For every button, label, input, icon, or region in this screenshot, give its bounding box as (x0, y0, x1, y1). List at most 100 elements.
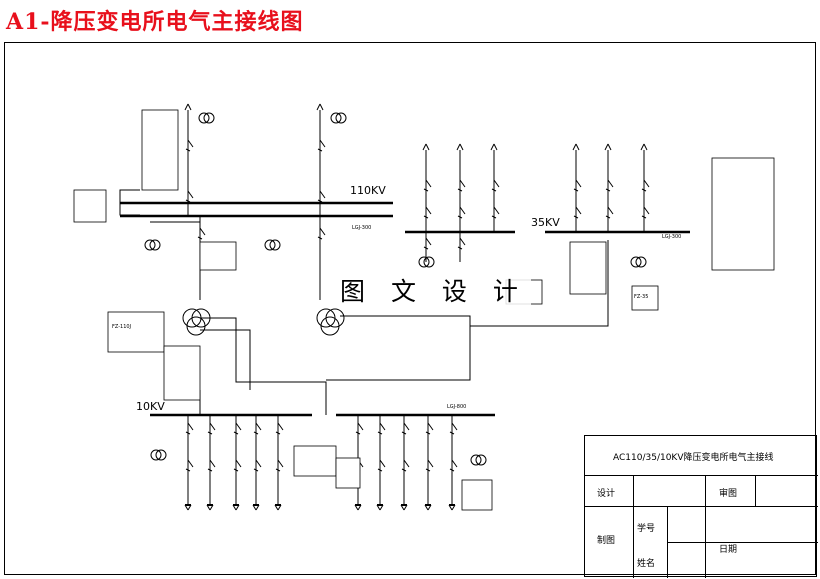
transformer-winding (330, 112, 342, 124)
feeder-segment (255, 422, 262, 431)
label-drafting: 制图 (597, 536, 616, 546)
feeder-segment (403, 422, 410, 431)
feeder-segment (185, 431, 191, 435)
feeder-segment (401, 468, 407, 472)
feeder-segment (605, 188, 611, 192)
feeder-segment (187, 103, 192, 111)
feeder-segment (607, 206, 614, 215)
feeder-segment (319, 103, 324, 111)
feeder-segment (493, 143, 498, 151)
feeder-segment (274, 504, 279, 511)
feeder-segment (275, 431, 281, 435)
mv-bus-label: 35KV (531, 216, 560, 229)
feeder-segment (423, 246, 429, 250)
feeder-segment (277, 422, 284, 431)
feeder-segment (604, 143, 609, 151)
feeder-segment (427, 422, 434, 431)
feeder-segment (425, 431, 431, 435)
feeder-segment (448, 504, 453, 511)
feeder-segment (233, 431, 239, 435)
feeder-segment (377, 468, 383, 472)
feeder-segment (379, 459, 386, 468)
transformer-winding (264, 239, 276, 251)
transformer-winding (144, 239, 156, 251)
feeder-segment (185, 199, 191, 203)
feeder-segment (449, 431, 455, 435)
feeder-segment (185, 468, 191, 472)
lv-bus-conductor: LGJ-800 (447, 404, 467, 410)
feeder-segment (607, 143, 612, 151)
feeder-segment (377, 431, 383, 435)
feeder-segment (643, 179, 650, 188)
feeder-segment (233, 468, 239, 472)
feeder-segment (425, 237, 432, 246)
drawing-name: AC110/35/10KV降压变电所电气主接线 (613, 453, 774, 463)
feeder-segment (573, 215, 579, 219)
feeder-segment (209, 459, 216, 468)
feeder-segment (379, 504, 384, 511)
feeder-segment (199, 227, 206, 236)
feeder-segment (277, 504, 282, 511)
feeder-segment (209, 422, 216, 431)
transformer-winding (186, 316, 206, 336)
feeder-segment (575, 179, 582, 188)
feeder-segment (424, 504, 429, 511)
title-block: AC110/35/10KV降压变电所电气主接线 设计 审图 制图 学号 姓名 日… (584, 435, 818, 578)
feeder-segment (605, 215, 611, 219)
feeder-segment (317, 199, 323, 203)
transformers (144, 112, 647, 466)
feeder-segment (400, 504, 405, 511)
equipment-boxes (73, 109, 775, 511)
feeder-segment (235, 459, 242, 468)
label-review: 审图 (719, 489, 738, 499)
feeder-segment (459, 179, 466, 188)
feeder-segment (355, 431, 361, 435)
feeder-segment (451, 422, 458, 431)
feeder-segment (575, 206, 582, 215)
feeder-segment (423, 215, 429, 219)
feeder-segment (493, 179, 500, 188)
feeder-segment (319, 227, 326, 236)
feeder-segment (425, 143, 430, 151)
transformer-winding (155, 449, 167, 461)
feeder-segment (319, 139, 326, 148)
feeder-segment (641, 215, 647, 219)
feeder-segment (427, 504, 432, 511)
transformer-winding (198, 112, 210, 124)
label-student-id: 学号 (637, 524, 656, 534)
feeder-segment (490, 143, 495, 151)
feeder-segment (187, 190, 194, 199)
label-date: 日期 (719, 545, 738, 555)
transformer-winding (418, 256, 430, 268)
feeder-segment (643, 206, 650, 215)
diagram-title: A1-降压变电所电气主接线图 (6, 9, 304, 35)
arrester-tag-mv: FZ-35 (634, 294, 649, 300)
drawing-frame (4, 42, 816, 575)
feeder-segment (317, 148, 323, 152)
transformer-winding (423, 256, 435, 268)
feeder-segment (457, 246, 463, 250)
feeder-segment (491, 188, 497, 192)
feeder-segment (235, 422, 242, 431)
feeder-segment (493, 206, 500, 215)
feeder-segment (403, 459, 410, 468)
label-name: 姓名 (637, 559, 656, 569)
feeder-segment (456, 143, 461, 151)
feeder-segment (451, 504, 456, 511)
feeder-segment (253, 431, 259, 435)
feeder-segment (317, 236, 323, 240)
transformer-winding (475, 454, 487, 466)
feeder-segment (459, 206, 466, 215)
transformer-winding (320, 316, 340, 336)
transformer-winding (635, 256, 647, 268)
feeder-segment (425, 179, 432, 188)
feeder-segment (207, 431, 213, 435)
feeder-segment (255, 459, 262, 468)
feeder-segment (427, 459, 434, 468)
transformer-winding (203, 112, 215, 124)
feeder-segment (459, 143, 464, 151)
mv-bus-conductor: LGJ-300 (662, 234, 682, 240)
feeder-segment (451, 459, 458, 468)
feeder-segment (319, 190, 326, 199)
